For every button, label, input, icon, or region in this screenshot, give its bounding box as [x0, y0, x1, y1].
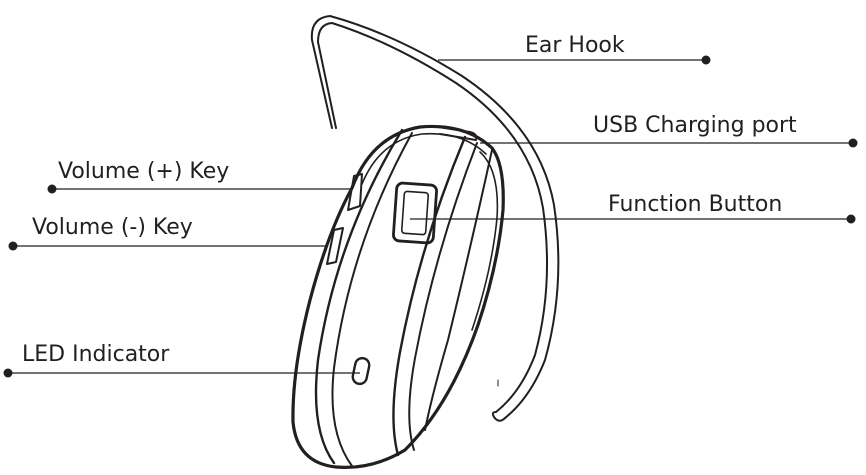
led-indicator-dot [3, 368, 13, 378]
function-button-label: Function Button [608, 192, 782, 217]
ear-hook-dot [701, 55, 711, 65]
volume-keys [326, 173, 363, 265]
volume-up-dot [47, 184, 57, 194]
headset-body [291, 124, 505, 469]
usb-port-label: USB Charging port [593, 113, 797, 138]
volume-down-dot [8, 241, 18, 251]
led-indicator-label: LED Indicator [22, 342, 170, 367]
led-indicator [351, 356, 371, 386]
function-button-dot [846, 214, 856, 224]
leader-lines [3, 55, 858, 378]
ear-hook [310, 15, 560, 422]
ear-hook-label: Ear Hook [525, 33, 625, 58]
volume-down-label: Volume (-) Key [32, 215, 193, 240]
function-button [392, 181, 438, 245]
labels: Ear Hook USB Charging port Function Butt… [22, 33, 797, 367]
volume-up-label: Volume (+) Key [58, 159, 229, 184]
usb-port-dot [848, 138, 858, 148]
